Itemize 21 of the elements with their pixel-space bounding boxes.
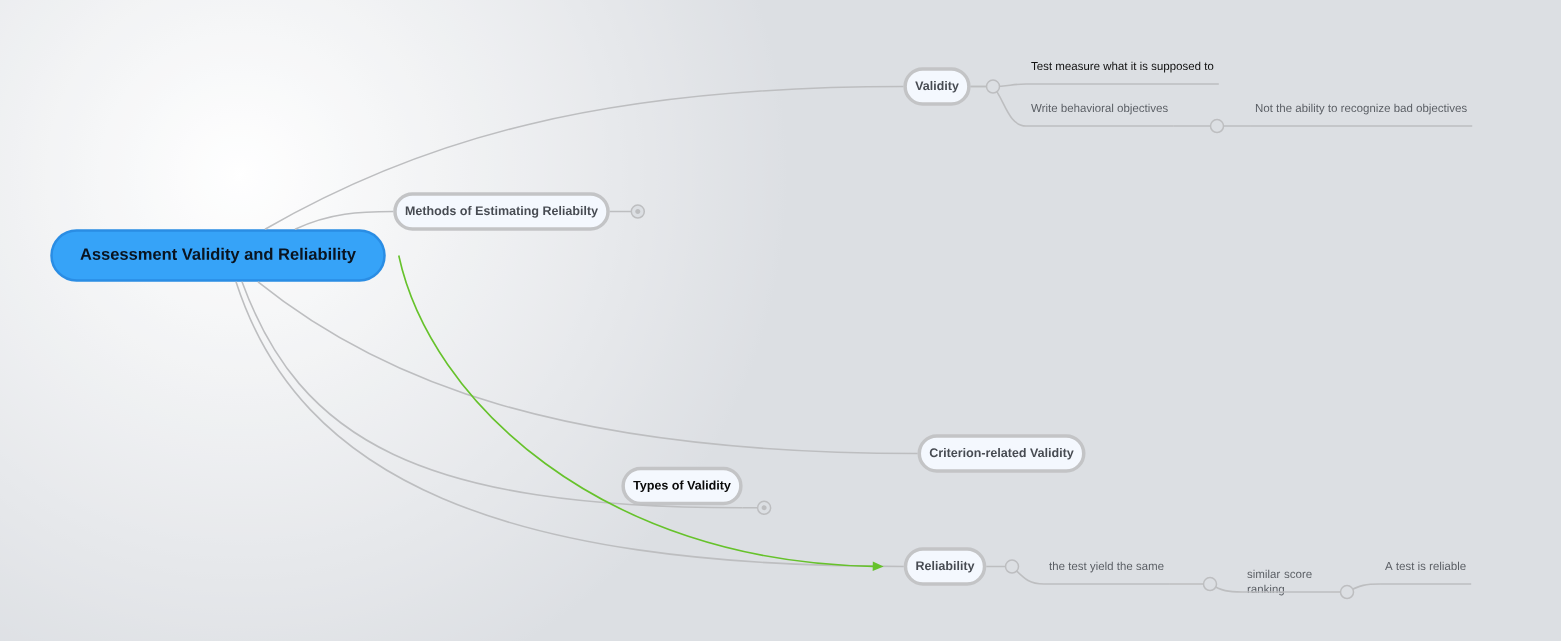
branch-line bbox=[1329, 583, 1381, 593]
branch-line bbox=[969, 85, 1027, 127]
branch-line bbox=[985, 565, 1045, 585]
branch-label: Write behavioral objectives bbox=[1025, 103, 1175, 127]
topic-box: Methods of Estimating Reliabilty bbox=[393, 192, 610, 231]
branch-label: Not the ability to recognize bad objectives bbox=[1249, 103, 1474, 127]
topic-box: Validity bbox=[903, 67, 971, 106]
topic-box: Types of Validity bbox=[621, 466, 743, 506]
branch-line bbox=[264, 85, 905, 231]
central-topic-box: Assessment Validity and Reliability bbox=[50, 229, 386, 282]
branch-label: the test yield the same bbox=[1043, 561, 1170, 585]
branch-label: A test is reliable bbox=[1379, 561, 1472, 585]
branch-line bbox=[257, 280, 919, 455]
branch-line bbox=[294, 210, 395, 231]
topic-box: Reliability bbox=[903, 547, 987, 586]
topic-box: Criterion-related Validity bbox=[917, 434, 1086, 473]
branch-label: Test measure what it is supposed to bbox=[1025, 61, 1220, 85]
branch-line bbox=[241, 280, 744, 509]
branch-line bbox=[1168, 583, 1243, 593]
branch-line bbox=[235, 280, 905, 568]
branch-label: similar score ranking bbox=[1241, 569, 1331, 596]
